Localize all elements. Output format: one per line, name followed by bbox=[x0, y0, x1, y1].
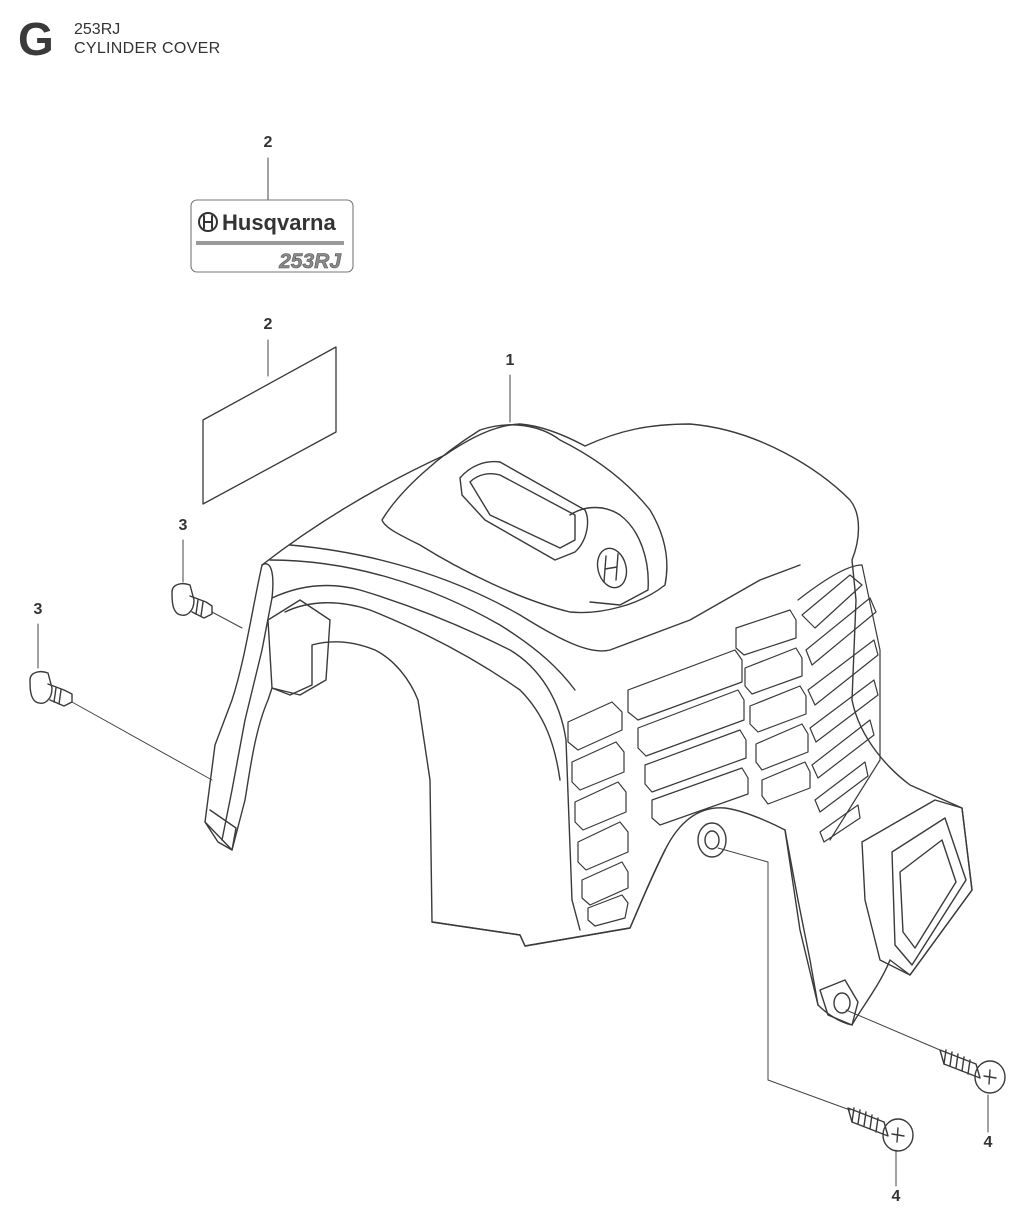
decal-model-text: 253RJ bbox=[278, 250, 342, 273]
cover-top-ridge bbox=[269, 559, 576, 691]
leader-screw-left-axis bbox=[71, 701, 213, 781]
decal-bar bbox=[196, 241, 344, 245]
callout-bolt-right: 4 bbox=[983, 1134, 993, 1151]
husqvarna-decal: Husqvarna 253RJ bbox=[190, 199, 354, 273]
leader-bolt-lower bbox=[717, 847, 851, 1111]
cover-front-arch-inner bbox=[284, 602, 561, 781]
cover-handle-opening bbox=[459, 460, 589, 561]
cover-handle bbox=[381, 424, 668, 614]
callout-decal-label: 2 bbox=[263, 134, 273, 151]
leader-screw-upper-axis bbox=[211, 611, 243, 629]
cover-handle-front-face bbox=[569, 506, 649, 606]
callout-bolt-lower: 4 bbox=[891, 1188, 901, 1205]
husqvarna-logo-icon bbox=[198, 212, 218, 232]
cover-h-logo-icon bbox=[596, 547, 628, 589]
cover-outlet-duct bbox=[861, 799, 973, 976]
callout-decal-blank: 2 bbox=[263, 316, 273, 333]
decal-brand-text: Husqvarna bbox=[222, 210, 336, 235]
header-title: CYLINDER COVER bbox=[74, 40, 221, 57]
cover-front-grille bbox=[567, 609, 811, 927]
cover-front-mount bbox=[697, 822, 727, 858]
screw-left bbox=[29, 671, 73, 707]
callout-cover: 1 bbox=[505, 352, 515, 369]
cover-bottom-edge bbox=[431, 849, 666, 947]
leader-bolt-right bbox=[845, 1009, 941, 1051]
screw-upper bbox=[171, 583, 213, 619]
cylinder-cover bbox=[204, 423, 973, 1026]
header-model: 253RJ bbox=[74, 21, 121, 38]
leader-lines bbox=[37, 157, 989, 1187]
decal-frame bbox=[190, 199, 354, 273]
cover-side-panel bbox=[797, 564, 881, 841]
callout-screw-upper: 3 bbox=[178, 517, 188, 534]
section-letter: G bbox=[18, 13, 54, 65]
callout-screw-left: 3 bbox=[33, 601, 43, 618]
cover-rear-mount bbox=[819, 979, 859, 1026]
cover-right-leg-edge bbox=[784, 829, 819, 1006]
cover-left-edge bbox=[221, 563, 274, 841]
cover-left-leg-face bbox=[204, 809, 237, 851]
cover-front-arch bbox=[271, 584, 581, 931]
cover-handle-opening-inner bbox=[469, 473, 576, 549]
decal-blank bbox=[202, 346, 337, 505]
cover-top-ridge-2 bbox=[289, 544, 801, 652]
cover-left-leg bbox=[267, 599, 331, 696]
cover-side-grille bbox=[797, 564, 881, 843]
bolt-lower bbox=[847, 1107, 914, 1152]
bolt-right bbox=[939, 1049, 1006, 1094]
